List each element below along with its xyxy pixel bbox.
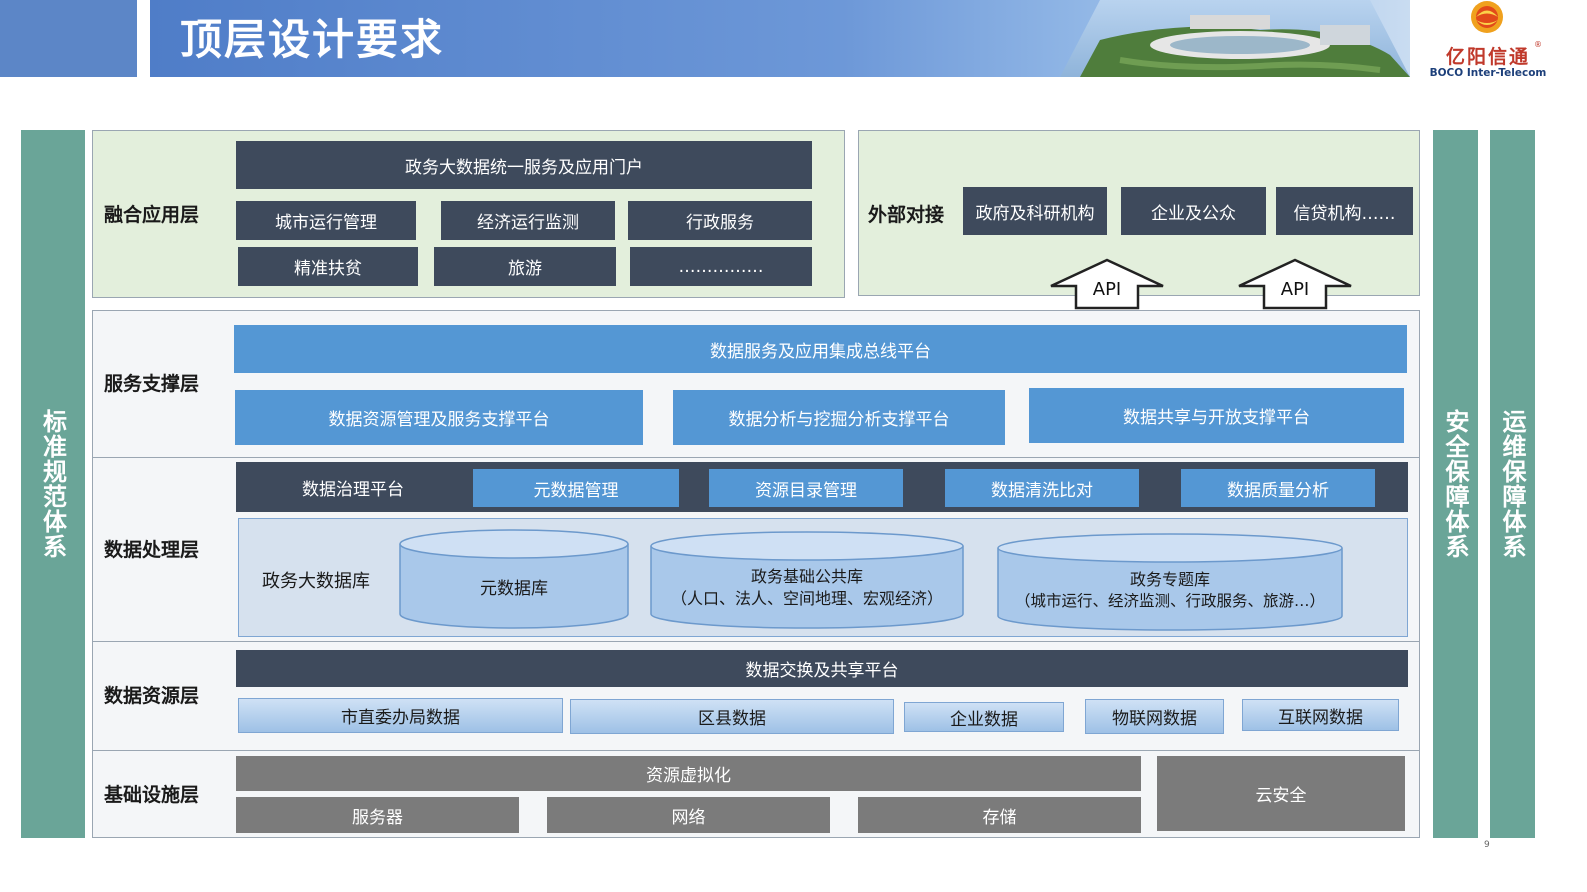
platform-analysis-mining: 数据分析与挖掘分析支撑平台 <box>673 390 1005 445</box>
platform-sharing-open: 数据共享与开放支撑平台 <box>1029 388 1404 443</box>
infra-storage: 存储 <box>858 797 1141 833</box>
exchange-platform-box: 数据交换及共享平台 <box>236 650 1408 687</box>
external-label: 外部对接 <box>868 204 945 226</box>
external-government: 政府及科研机构 <box>963 187 1107 235</box>
app-tourism: 旅游 <box>434 247 616 286</box>
page-title: 顶层设计要求 <box>180 15 445 64</box>
platform-resource-management: 数据资源管理及服务支撑平台 <box>235 390 643 445</box>
cloud-security-box: 云安全 <box>1157 756 1405 831</box>
database-cylinder-icon <box>650 531 964 629</box>
api-label-1: API <box>1092 278 1122 300</box>
bigdata-label: 政务大数据库 <box>262 571 370 592</box>
app-economy-monitor: 经济运行监测 <box>441 201 615 240</box>
source-enterprise: 企业数据 <box>904 702 1064 732</box>
tool-quality: 数据质量分析 <box>1181 469 1375 507</box>
portal-box: 政务大数据统一服务及应用门户 <box>236 141 812 189</box>
resource-layer-label: 数据资源层 <box>104 685 200 707</box>
database-cylinder-icon <box>997 533 1343 631</box>
tool-cleansing: 数据清洗比对 <box>945 469 1139 507</box>
processing-layer-label: 数据处理层 <box>104 539 200 561</box>
database-cylinder-icon <box>399 529 629 629</box>
logo-sun-icon <box>1471 1 1503 33</box>
infra-layer-label: 基础设施层 <box>104 784 200 806</box>
operations-system-bar: 运维保障体系 <box>1490 130 1535 838</box>
source-iot: 物联网数据 <box>1085 699 1224 734</box>
tool-catalog: 资源目录管理 <box>709 469 903 507</box>
db-basic-title: 政务基础公共库 <box>750 567 863 586</box>
api-arrow-icon <box>1238 258 1352 310</box>
api-arrow-icon <box>1050 258 1164 310</box>
page-number: 9 <box>1484 840 1490 850</box>
logo-name: 亿阳信通 <box>1445 46 1530 68</box>
db-basic-detail: （人口、法人、空间地理、宏观经济） <box>670 589 943 608</box>
header-left-block <box>0 0 137 77</box>
app-poverty-relief: 精准扶贫 <box>238 247 418 286</box>
governance-label: 数据治理平台 <box>302 479 404 500</box>
logo-registered: ® <box>1534 40 1542 49</box>
source-internet: 互联网数据 <box>1242 699 1399 731</box>
db-topic-title: 政务专题库 <box>1129 570 1210 589</box>
app-admin-service: 行政服务 <box>628 201 812 240</box>
service-bus-box: 数据服务及应用集成总线平台 <box>234 325 1407 373</box>
db-topic-detail: （城市运行、经济监测、行政服务、旅游…） <box>1014 592 1325 610</box>
campus-photo <box>1060 0 1410 77</box>
standard-system-bar: 标准规范体系 <box>21 130 85 838</box>
service-layer-label: 服务支撑层 <box>104 373 200 395</box>
api-label-2: API <box>1280 278 1310 300</box>
fusion-layer-label: 融合应用层 <box>104 204 200 226</box>
app-city-operation: 城市运行管理 <box>236 201 416 240</box>
external-credit: 信贷机构…… <box>1276 187 1413 235</box>
tool-metadata: 元数据管理 <box>473 469 679 507</box>
virtualization-box: 资源虚拟化 <box>236 756 1141 791</box>
source-county: 区县数据 <box>570 699 894 734</box>
security-system-bar: 安全保障体系 <box>1433 130 1478 838</box>
infra-server: 服务器 <box>236 797 519 833</box>
infra-network: 网络 <box>547 797 830 833</box>
app-more: …………… <box>630 247 812 286</box>
logo-subtitle: BOCO Inter-Telecom <box>1429 67 1547 79</box>
external-enterprise: 企业及公众 <box>1121 187 1266 235</box>
source-municipal: 市直委办局数据 <box>238 698 563 733</box>
db-metadata-label: 元数据库 <box>480 578 548 599</box>
